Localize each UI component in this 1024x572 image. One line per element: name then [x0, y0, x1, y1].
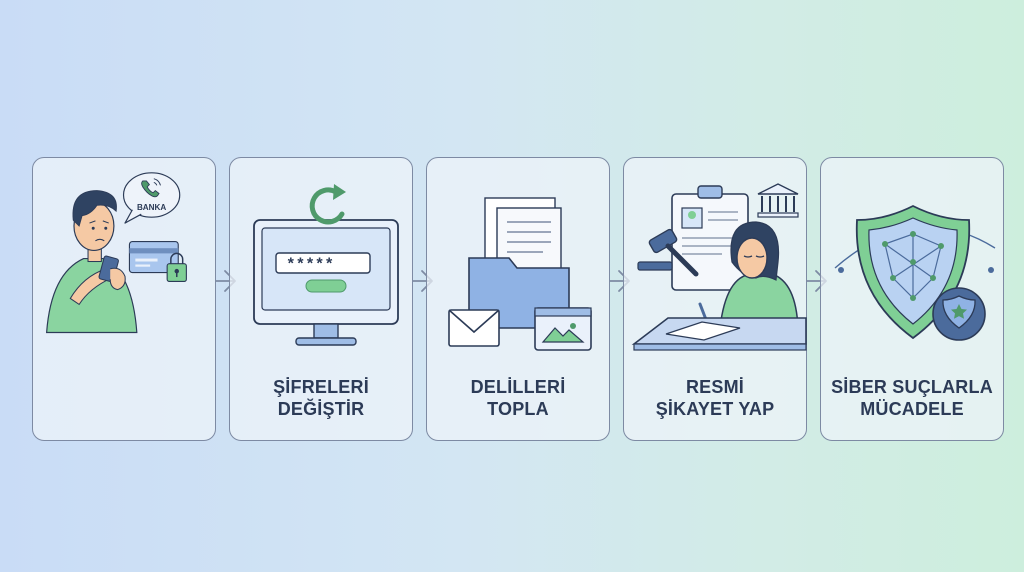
courthouse-icon	[757, 183, 799, 218]
envelope-icon	[448, 309, 500, 347]
step-label-line: RESMİ	[685, 377, 744, 397]
step-label-fight-cybercrime: SİBER SUÇLARLA MÜCADELE	[821, 376, 1003, 420]
step-card-change-passwords: ***** ŞİFRELERİ DEĞİŞTİR	[229, 157, 413, 441]
credit-card-icon	[128, 241, 179, 274]
padlock-icon	[166, 252, 187, 283]
image-icon	[534, 307, 592, 351]
step-card-collect-evidence: DELİLLERİ TOPLA	[426, 157, 610, 441]
step-label-line: ŞİKAYET YAP	[655, 399, 775, 419]
step-label-file-complaint: RESMİ ŞİKAYET YAP	[624, 376, 806, 420]
step-label-line: TOPLA	[487, 399, 549, 419]
step-card-fight-cybercrime: SİBER SUÇLARLA MÜCADELE	[820, 157, 1004, 441]
cyber-shield-illustration	[834, 204, 996, 341]
speech-bubble: BANKA	[122, 172, 181, 224]
password-field: *****	[275, 252, 371, 274]
desk	[631, 317, 807, 351]
step-label-line: SİBER SUÇLARLA	[831, 377, 993, 397]
worried-person	[45, 190, 138, 334]
step-label-line: DEĞİŞTİR	[277, 399, 365, 419]
phone-icon	[141, 178, 161, 198]
scammed-person-illustration: BANKA	[45, 172, 187, 334]
password-monitor-illustration: *****	[253, 184, 399, 346]
step-label-line: ŞİFRELERİ	[273, 377, 369, 397]
step-label-line: MÜCADELE	[860, 399, 964, 419]
step-label-collect-evidence: DELİLLERİ TOPLA	[427, 376, 609, 420]
evidence-folder-illustration	[448, 197, 592, 351]
step-label-line: DELİLLERİ	[470, 377, 566, 397]
refresh-icon	[309, 184, 346, 225]
complaint-writing-illustration	[631, 183, 807, 351]
bank-label: BANKA	[137, 203, 166, 212]
password-mask: *****	[286, 256, 334, 274]
gavel-icon	[637, 228, 699, 277]
step-label-change-passwords: ŞİFRELERİ DEĞİŞTİR	[230, 376, 412, 420]
submit-button-icon	[305, 279, 347, 293]
step-card-victim: BANKA	[32, 157, 216, 441]
police-badge-icon	[932, 287, 986, 341]
step-card-file-complaint: RESMİ ŞİKAYET YAP	[623, 157, 807, 441]
